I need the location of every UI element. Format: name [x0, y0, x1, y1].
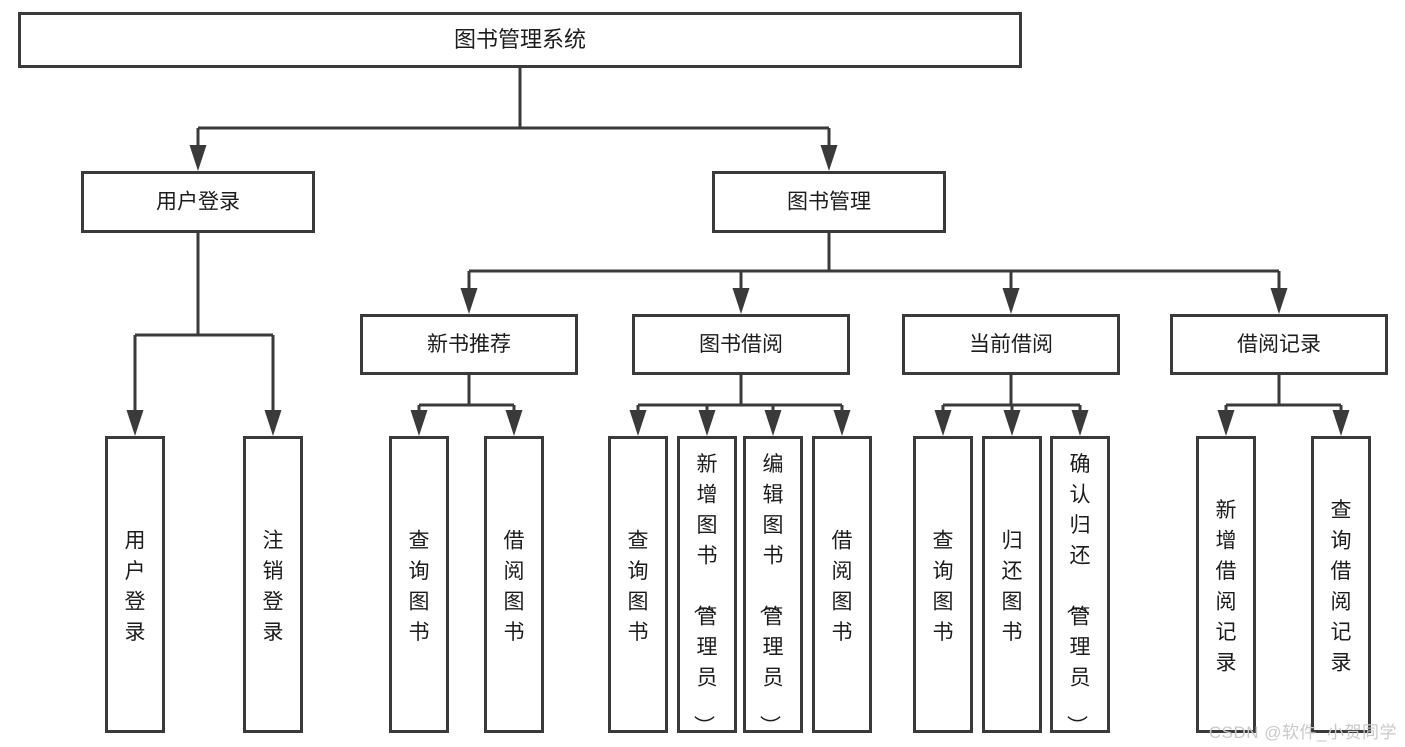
arrow-head-icon [833, 410, 851, 436]
node-box[interactable] [1196, 436, 1256, 733]
node-box[interactable] [360, 314, 578, 375]
node-box[interactable] [389, 436, 449, 733]
arrow-head-icon [764, 410, 782, 436]
node-user-login[interactable]: 用户登录 [81, 171, 315, 233]
node-label: 用户登录 [156, 191, 240, 214]
node-leaf-user-login[interactable]: 用户登录 [105, 436, 165, 733]
node-box[interactable] [982, 436, 1042, 733]
node-label: 查询借阅记录 [1331, 499, 1352, 675]
arrow-head-icon [820, 145, 838, 171]
node-box[interactable] [913, 436, 973, 733]
node-label: 借阅图书 [832, 529, 853, 644]
arrow-head-icon [264, 410, 282, 436]
node-box[interactable] [712, 171, 946, 233]
node-box[interactable] [677, 436, 737, 733]
node-label: 编辑图书（管理员） [758, 453, 784, 736]
arrow-head-icon [126, 410, 144, 436]
arrow-head-icon [189, 145, 207, 171]
node-label: 图书管理 [787, 191, 871, 214]
node-box[interactable] [743, 436, 803, 733]
node-label: 借阅图书 [504, 529, 525, 644]
arrow-head-icon [410, 410, 428, 436]
node-leaf-add-book[interactable]: 新增图书（管理员） [677, 436, 737, 737]
node-label: 新增借阅记录 [1216, 499, 1237, 675]
node-book-borrow[interactable]: 图书借阅 [632, 314, 850, 375]
node-current-borrow[interactable]: 当前借阅 [902, 314, 1120, 375]
node-box[interactable] [243, 436, 303, 733]
node-leaf-borrow-book-1[interactable]: 借阅图书 [484, 436, 544, 733]
node-new-book-recommend[interactable]: 新书推荐 [360, 314, 578, 375]
node-box[interactable] [18, 12, 1022, 68]
connector-group-borrow-record [1217, 375, 1350, 436]
node-label: 归还图书 [1002, 529, 1023, 644]
arrow-head-icon [732, 288, 750, 314]
node-box[interactable] [812, 436, 872, 733]
node-label: 确认归还（管理员） [1065, 453, 1091, 736]
node-label: 用户登录 [125, 529, 146, 644]
node-label: 新书推荐 [427, 333, 511, 356]
node-label: 注销登录 [263, 529, 284, 644]
node-box[interactable] [1050, 436, 1110, 733]
arrow-head-icon [1071, 410, 1089, 436]
node-label: 图书管理系统 [454, 27, 586, 52]
node-box[interactable] [608, 436, 668, 733]
arrow-head-icon [934, 410, 952, 436]
connector-group-root [189, 68, 838, 171]
node-label: 当前借阅 [969, 333, 1053, 356]
arrow-head-icon [1003, 410, 1021, 436]
node-leaf-query-book-2[interactable]: 查询图书 [608, 436, 668, 733]
node-borrow-record[interactable]: 借阅记录 [1170, 314, 1388, 375]
node-leaf-edit-book[interactable]: 编辑图书（管理员） [743, 436, 803, 737]
node-leaf-add-record[interactable]: 新增借阅记录 [1196, 436, 1256, 733]
connector-group-new-book-recommend [410, 375, 523, 436]
node-box[interactable] [1170, 314, 1388, 375]
node-label: 查询图书 [409, 529, 430, 644]
node-box[interactable] [484, 436, 544, 733]
arrow-head-icon [1270, 288, 1288, 314]
connector-group-book-manage [460, 233, 1288, 314]
arrow-head-icon [460, 288, 478, 314]
node-label: 查询图书 [933, 529, 954, 644]
node-layer: 图书管理系统用户登录图书管理新书推荐图书借阅当前借阅借阅记录用户登录注销登录查询… [18, 12, 1388, 737]
node-box[interactable] [902, 314, 1120, 375]
node-leaf-return-book[interactable]: 归还图书 [982, 436, 1042, 733]
node-label: 查询图书 [628, 529, 649, 644]
node-box[interactable] [81, 171, 315, 233]
connector-group-user-login [126, 233, 282, 436]
node-leaf-borrow-book-2[interactable]: 借阅图书 [812, 436, 872, 733]
node-leaf-query-record[interactable]: 查询借阅记录 [1311, 436, 1371, 733]
node-book-manage[interactable]: 图书管理 [712, 171, 946, 233]
connector-group-book-borrow [629, 375, 851, 436]
arrow-head-icon [1002, 288, 1020, 314]
node-box[interactable] [105, 436, 165, 733]
connector-layer [126, 68, 1350, 436]
node-leaf-logout[interactable]: 注销登录 [243, 436, 303, 733]
node-leaf-confirm-return[interactable]: 确认归还（管理员） [1050, 436, 1110, 737]
arrow-head-icon [505, 410, 523, 436]
node-label: 借阅记录 [1237, 333, 1321, 356]
node-leaf-query-book-1[interactable]: 查询图书 [389, 436, 449, 733]
arrow-head-icon [1217, 410, 1235, 436]
connector-group-current-borrow [934, 375, 1089, 436]
arrow-head-icon [629, 410, 647, 436]
node-label: 新增图书（管理员） [692, 453, 718, 736]
node-leaf-query-book-3[interactable]: 查询图书 [913, 436, 973, 733]
node-box[interactable] [632, 314, 850, 375]
node-box[interactable] [1311, 436, 1371, 733]
node-root[interactable]: 图书管理系统 [18, 12, 1022, 68]
arrow-head-icon [698, 410, 716, 436]
node-label: 图书借阅 [699, 333, 783, 356]
arrow-head-icon [1332, 410, 1350, 436]
